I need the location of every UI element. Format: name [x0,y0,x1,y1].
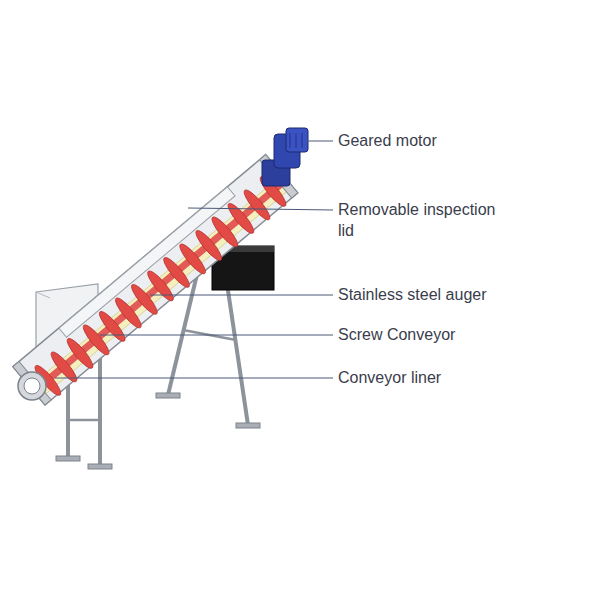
part-label: Geared motor [338,131,588,152]
part-label: Stainless steel auger [338,285,588,306]
a-frame-feet [156,393,260,428]
trough-body [13,155,298,405]
part-label: Screw Conveyor [338,325,588,346]
leader-lines [55,141,333,378]
part-label: Conveyor liner [338,368,588,389]
auger-shaft [36,179,286,390]
outlet-flange [18,372,46,400]
geared-motor [262,128,308,186]
inspection-lid [59,187,235,338]
conveyor-liner [34,178,288,395]
leg-feet [56,456,112,469]
screw-conveyor-trough [13,155,299,407]
part-label: Removable inspection lid [338,200,510,242]
outlet-opening [24,378,40,394]
auger-flights [32,174,289,399]
hopper-edge [36,292,50,298]
end-plate [13,362,51,405]
